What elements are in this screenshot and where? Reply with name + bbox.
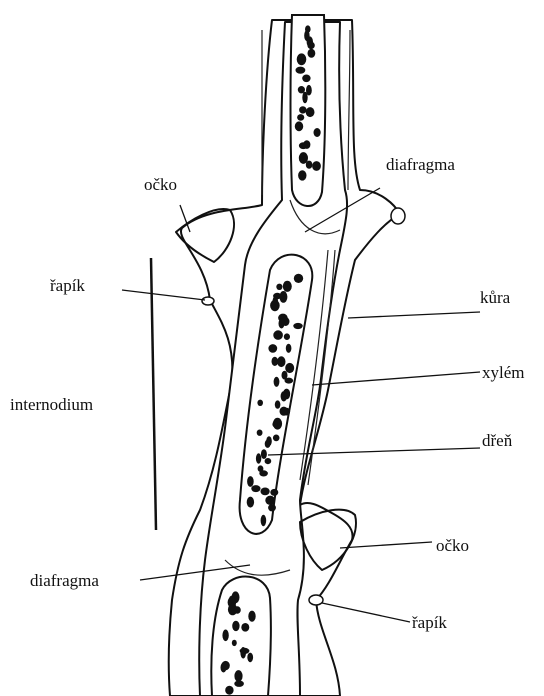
pith-dot (275, 400, 281, 408)
pith-dot (261, 515, 267, 526)
pith-dot (265, 440, 271, 448)
pith-dot (268, 344, 277, 353)
label-ocko-bottom: očko (436, 536, 469, 555)
pith-dot (286, 344, 292, 353)
pith-dot (229, 596, 235, 603)
label-rapik-left: řapík (50, 276, 85, 295)
pith-dot (283, 281, 292, 292)
pith-dot (256, 453, 261, 463)
petiole-scar-bottom (309, 595, 323, 605)
xylem-line-4 (348, 30, 350, 190)
pith-dot (276, 284, 282, 290)
pith-dot (308, 49, 316, 58)
pith-dot (240, 647, 246, 659)
pith-dot (293, 323, 302, 329)
pith-dot (295, 121, 303, 131)
pith-dot (279, 319, 285, 329)
pith-dot (268, 504, 276, 511)
pith-dot (270, 300, 280, 311)
leader-ocko-bottom (340, 542, 432, 548)
pith-dot (221, 661, 229, 670)
pith-dot (265, 458, 272, 464)
pith-dot (265, 496, 275, 505)
label-xylem: xylém (482, 363, 525, 382)
pith-dot (225, 686, 233, 695)
pith-dot (270, 489, 278, 496)
pith-dot (294, 274, 303, 283)
leader-kura (348, 312, 480, 318)
pith-dot (247, 476, 254, 487)
pith-dot (234, 606, 241, 614)
pith-dot (284, 333, 290, 340)
pith-dot (285, 363, 294, 373)
label-diafragma-top: diafragma (386, 155, 455, 174)
pith-dot (273, 330, 283, 340)
pith-dot (312, 161, 321, 171)
pith-dot (277, 356, 285, 367)
pith-dot (306, 107, 315, 117)
pith-dot (241, 623, 249, 632)
pith-dot (234, 670, 242, 682)
label-dren: dřeň (482, 431, 513, 450)
pith-dot (273, 435, 280, 442)
pith-dot (251, 485, 260, 492)
label-internodium: internodium (10, 395, 93, 414)
pith-dot (261, 449, 267, 459)
pith-dot (274, 377, 280, 387)
pith-dot (297, 53, 307, 65)
pith-dot (247, 497, 254, 508)
pith-dot (306, 161, 313, 169)
label-ocko-top: očko (144, 175, 177, 194)
pith-dot (302, 92, 307, 104)
pith-dot (257, 400, 263, 406)
leader-rapik-left (122, 290, 205, 300)
pith-dot (272, 357, 279, 366)
pith-dot (232, 640, 237, 646)
label-rapik-bottom: řapík (412, 613, 447, 632)
pith-dot (261, 488, 270, 496)
pith-dot (296, 67, 306, 74)
petiole-scar-left (202, 297, 214, 305)
label-diafragma-bottom: diafragma (30, 571, 99, 590)
pith-dot (314, 128, 321, 137)
internodium-bar (151, 258, 156, 530)
pith-dot (307, 42, 314, 49)
pith-dot (222, 630, 228, 642)
bud-bottom (300, 510, 356, 570)
pith-dot (232, 621, 239, 631)
pith-dot (272, 421, 277, 427)
leader-rapik-bottom (322, 603, 410, 622)
diaphragm-node-circle (391, 208, 405, 224)
pith-dot (234, 681, 244, 687)
label-kura: kůra (480, 288, 511, 307)
pith-dot (248, 611, 255, 622)
pith-dot (302, 75, 310, 83)
leader-xylem (312, 372, 480, 385)
pith-dot (281, 391, 287, 401)
pith-dot (247, 653, 253, 663)
pith-dot (299, 142, 308, 149)
pith-dot (279, 291, 287, 303)
pith-dot (259, 470, 268, 476)
pith-dot (257, 430, 263, 436)
pith-dot (298, 170, 306, 180)
pith-dot (299, 106, 306, 113)
pith-dot (285, 378, 294, 384)
pith-dot (297, 114, 304, 121)
pith-dot (280, 407, 289, 416)
